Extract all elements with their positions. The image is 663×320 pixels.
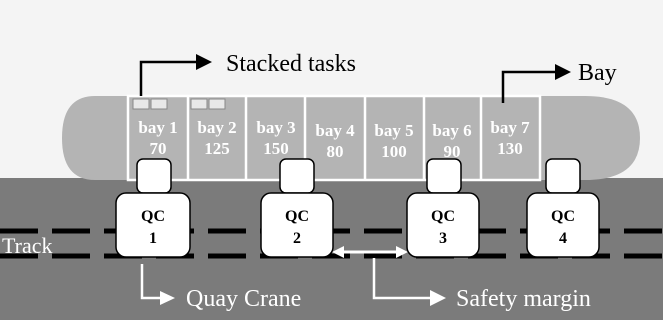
crane-cab [279, 158, 315, 194]
callout-line [139, 60, 200, 96]
callout-line [501, 70, 558, 103]
crane-body [115, 192, 191, 258]
stacked-tasks-callout: Stacked tasks [139, 51, 356, 96]
ship-hull [62, 96, 640, 180]
stacked-tasks-label: Stacked tasks [226, 51, 356, 77]
bay-labels: bay 1 70 bay 2 125 bay 3 150 bay 4 80 ba… [138, 118, 530, 161]
crane-label: QC [431, 208, 455, 225]
safety-margin-label: Safety margin [456, 286, 591, 312]
arrow-right-icon [430, 290, 446, 306]
bay-name: bay 7 [490, 118, 530, 137]
arrowhead-left-icon [332, 246, 344, 258]
bay-name: bay 4 [315, 121, 355, 140]
task-block [150, 98, 168, 110]
quay-crane: QC 4 [526, 158, 600, 258]
crane-label: QC [551, 208, 575, 225]
arrow-right-icon [160, 291, 175, 305]
crane-number: 4 [559, 230, 567, 247]
crane-label: QC [141, 208, 165, 225]
bay-name: bay 2 [197, 118, 236, 137]
stacked-task-blocks [132, 98, 226, 110]
safety-margin-callout: Safety margin [372, 258, 591, 312]
bay-value: 125 [204, 139, 230, 158]
task-block [132, 98, 150, 110]
quay-crane-label: Quay Crane [186, 286, 301, 312]
quay-crane: QC 1 [115, 158, 191, 258]
bay-callout: Bay [501, 60, 617, 103]
arrowhead-right-icon [396, 246, 408, 258]
crane-label: QC [285, 208, 309, 225]
crane-cab [136, 158, 172, 194]
bay-value: 150 [263, 139, 289, 158]
bay-name: bay 5 [374, 121, 413, 140]
bay-grid [126, 94, 542, 182]
crane-cab [426, 158, 462, 194]
crane-number: 1 [149, 230, 157, 247]
task-block [208, 98, 226, 110]
crane-number: 2 [293, 230, 301, 247]
quay-crane: QC 3 [406, 158, 480, 258]
bay-value: 130 [497, 139, 523, 158]
arrow-right-icon [555, 64, 571, 80]
arrow-right-icon [196, 54, 212, 70]
bay-grid-outline [126, 94, 542, 182]
callout-line [372, 258, 432, 300]
callout-line [140, 264, 162, 300]
bay-name: bay 6 [432, 121, 471, 140]
bay-value: 100 [381, 142, 407, 161]
track-label: Track [2, 233, 53, 258]
task-block [190, 98, 208, 110]
quay-crane-callout: Quay Crane [140, 264, 301, 312]
crane-body [526, 192, 600, 258]
bay-name: bay 3 [256, 118, 295, 137]
bay-label: Bay [578, 60, 617, 86]
crane-body [260, 192, 334, 258]
bay-value: 80 [327, 142, 344, 161]
bay-value: 90 [444, 142, 461, 161]
crane-body [406, 192, 480, 258]
crane-number: 3 [439, 230, 447, 247]
quay-crane: QC 2 [260, 158, 334, 258]
crane-cab [545, 158, 581, 194]
bay-value: 70 [150, 139, 167, 158]
safety-margin-arrow [332, 246, 408, 258]
bay-name: bay 1 [138, 118, 177, 137]
